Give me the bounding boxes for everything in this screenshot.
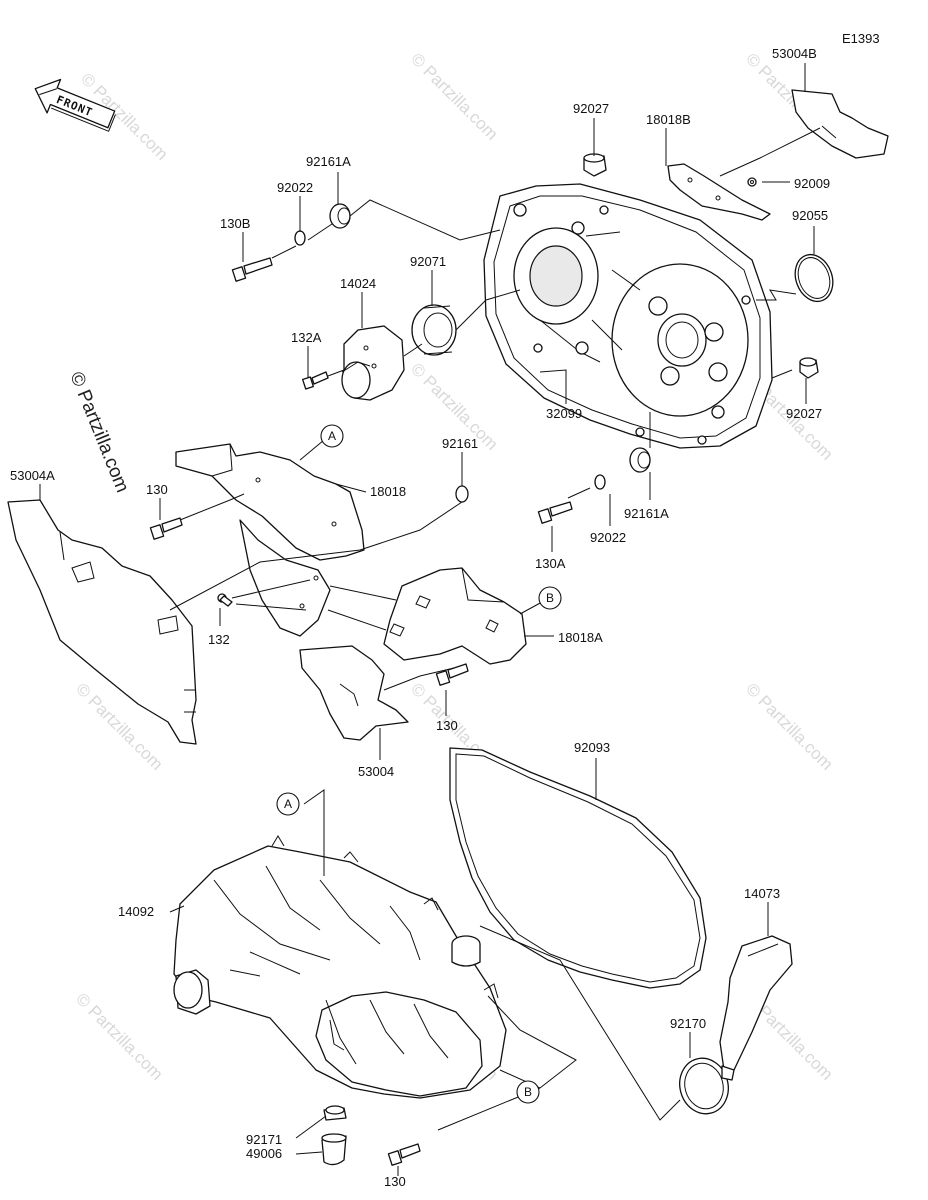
label-32099: 32099 (546, 406, 582, 421)
label-132A: 132A (291, 330, 322, 345)
watermark: © Partzilla.com (407, 49, 501, 143)
label-92009: 92009 (794, 176, 830, 191)
part-130-left-bolt (149, 517, 183, 540)
part-14092-outer-cover (173, 835, 507, 1099)
label-92071: 92071 (410, 254, 446, 269)
label-18018B: 18018B (646, 112, 691, 127)
label-92027-right: 92027 (786, 406, 822, 421)
label-92055: 92055 (792, 208, 828, 223)
part-92161A-top-spacer (329, 203, 351, 229)
label-92161A-top: 92161A (306, 154, 351, 169)
part-92161A-mid-spacer (629, 447, 651, 473)
part-92009-screw (747, 177, 757, 187)
part-14024-cap (341, 325, 405, 401)
part-130B-bolt (231, 257, 273, 282)
label-92161A-mid: 92161A (624, 506, 669, 521)
label-53004B: 53004B (772, 46, 817, 61)
label-130-bottom: 130 (384, 1174, 406, 1189)
part-14073-duct (719, 935, 793, 1071)
label-130A: 130A (535, 556, 566, 571)
label-14024: 14024 (340, 276, 376, 291)
label-92022-top: 92022 (277, 180, 313, 195)
label-92022-mid: 92022 (590, 530, 626, 545)
label-92170: 92170 (670, 1016, 706, 1031)
part-92027-top-grommet (583, 153, 607, 177)
part-92093-gasket (449, 747, 707, 989)
part-130A-bolt (537, 501, 573, 524)
part-92161-oring (455, 485, 469, 503)
callout-b-top-text: B (546, 591, 554, 605)
label-14073: 14073 (744, 886, 780, 901)
callout-b-top: B (538, 586, 562, 610)
label-130B: 130B (220, 216, 250, 231)
part-92027-right-grommet (799, 357, 819, 379)
part-18018A-plate (383, 567, 527, 665)
part-130-mid-bolt (435, 663, 469, 686)
part-92171-clamp (323, 1105, 347, 1121)
part-92170-clamp (679, 1057, 735, 1115)
part-18018B-plate (667, 163, 771, 221)
part-18018-plate (175, 443, 365, 561)
callout-b-bottom: B (516, 1080, 540, 1104)
part-132A-bolt (302, 371, 329, 390)
leader-lines (39, 63, 821, 1176)
watermark: © Partzilla.com (72, 989, 166, 1083)
part-92022-mid-washer (594, 474, 606, 490)
part-53004A-insulator (7, 499, 197, 745)
watermark: © Partzilla.com (742, 679, 836, 773)
label-130-mid: 130 (436, 718, 458, 733)
part-92071-seal (411, 304, 457, 356)
part-53004B-insulator (791, 89, 889, 159)
diagram-code: E1393 (842, 31, 880, 46)
part-132-bolt (217, 593, 233, 607)
part-130-bottom-bolt (387, 1143, 421, 1166)
part-32099-cover (483, 183, 773, 449)
part-92022-top-washer (294, 230, 306, 246)
label-92093: 92093 (574, 740, 610, 755)
part-92055-oring (794, 253, 834, 303)
part-53004-insulator (299, 645, 409, 741)
part-labels: 53004B 18018B 92027 92009 92161A 92022 1… (10, 46, 830, 1189)
label-18018: 18018 (370, 484, 406, 499)
label-132: 132 (208, 632, 230, 647)
label-92171: 92171 (246, 1132, 282, 1147)
part-49006-drain-hose (321, 1133, 347, 1166)
callout-a-top-text: A (328, 429, 336, 443)
label-53004: 53004 (358, 764, 394, 779)
label-53004A: 53004A (10, 468, 55, 483)
label-130-left: 130 (146, 482, 168, 497)
label-18018A: 18018A (558, 630, 603, 645)
label-14092: 14092 (118, 904, 154, 919)
callout-a-bottom-text: A (284, 797, 292, 811)
part-18018-lower-bracket (239, 519, 331, 637)
callout-a-top: A (320, 424, 344, 448)
callout-a-bottom: A (276, 792, 300, 816)
label-92161: 92161 (442, 436, 478, 451)
copyright-text: © Partzilla.com (65, 369, 132, 496)
label-92027-top: 92027 (573, 101, 609, 116)
label-49006: 49006 (246, 1146, 282, 1161)
callout-b-bottom-text: B (524, 1085, 532, 1099)
